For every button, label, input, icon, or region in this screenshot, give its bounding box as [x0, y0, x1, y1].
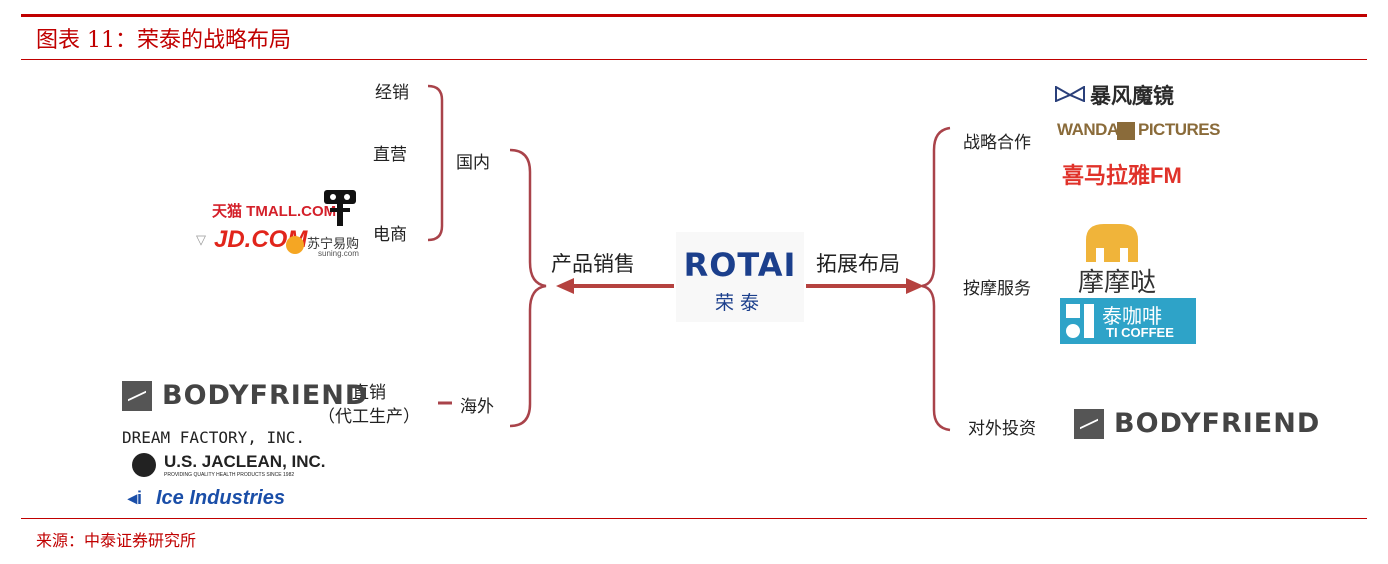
product-sales-arrowhead: [556, 278, 574, 294]
wanda-logo-left: WANDA: [1057, 120, 1119, 139]
tmall-logo: 天猫 TMALL.COM: [212, 203, 337, 220]
overseas-label: 海外: [460, 397, 494, 417]
bodyfriend-mark-icon-right: [1074, 408, 1104, 439]
domestic-channels-brace: [427, 84, 444, 242]
external-investment-label: 对外投资: [968, 419, 1036, 439]
product-sales-label: 产品销售: [551, 252, 635, 276]
ximalaya-logo: 喜马拉雅FM: [1062, 163, 1182, 188]
product-sales-brace: [509, 148, 547, 428]
storm-mirror-icon: [1055, 85, 1085, 106]
channel-distribution: 经销: [375, 83, 409, 103]
jaclean-tagline: PROVIDING QUALITY HEALTH PRODUCTS SINCE …: [164, 472, 295, 478]
bottom-rule: [21, 518, 1367, 519]
top-rule: [21, 14, 1367, 17]
figure-title: 图表 11：荣泰的战略布局: [36, 28, 291, 53]
title-rule: [21, 59, 1367, 60]
ti-coffee-en: TI COFFEE: [1106, 325, 1174, 340]
expansion-label: 拓展布局: [816, 252, 900, 276]
overseas-channel-oem: （代工生产）: [318, 407, 420, 427]
ice-industries-logo: Ice Industries: [156, 487, 285, 509]
rotai-wordmark: ROTAI: [683, 246, 797, 284]
jaclean-icon: [132, 453, 156, 477]
momoda-logo: 摩摩哒: [1078, 267, 1157, 297]
bodyfriend-logo-right: BODYFRIEND: [1074, 408, 1320, 439]
jaclean-logo: U.S. JACLEAN, INC.: [164, 452, 326, 471]
massage-service-label: 按摩服务: [963, 279, 1031, 299]
tmall-cat-icon: [320, 186, 360, 228]
jd-dog-icon: ▽: [196, 232, 206, 247]
overseas-channel-direct: 直销: [352, 383, 386, 403]
wanda-emblem-icon: [1117, 122, 1135, 140]
storm-mirror-logo: 暴风魔镜: [1090, 85, 1174, 108]
rotai-chinese-name: 荣泰: [714, 292, 765, 314]
elephant-icon: [1080, 222, 1144, 264]
domestic-label: 国内: [456, 153, 490, 173]
ice-industries-icon: ◂i: [128, 488, 143, 508]
ti-coffee-cn: 泰咖啡: [1102, 306, 1162, 328]
expansion-arrowhead: [906, 278, 924, 294]
expansion-brace: [921, 126, 951, 432]
bodyfriend-mark-icon: [122, 380, 152, 411]
suning-logo: 苏宁易购: [307, 236, 360, 251]
bodyfriend-logo-left: BODYFRIEND: [122, 380, 368, 411]
ti-coffee-logo: 泰咖啡 TI COFFEE: [1060, 298, 1196, 344]
strategic-cooperation-label: 战略合作: [963, 133, 1031, 153]
wanda-logo-right: PICTURES: [1138, 120, 1220, 139]
suning-icon: [286, 236, 304, 254]
source-note: 来源：中泰证券研究所: [36, 531, 197, 550]
dream-factory-logo: DREAM FACTORY, INC.: [122, 428, 306, 447]
ti-coffee-mark-icon: [1066, 304, 1080, 318]
channel-direct: 直营: [373, 145, 407, 165]
rotai-logo: ROTAI 荣泰: [676, 232, 804, 322]
suning-en: suning.com: [318, 249, 359, 258]
channel-ecommerce: 电商: [373, 225, 407, 245]
